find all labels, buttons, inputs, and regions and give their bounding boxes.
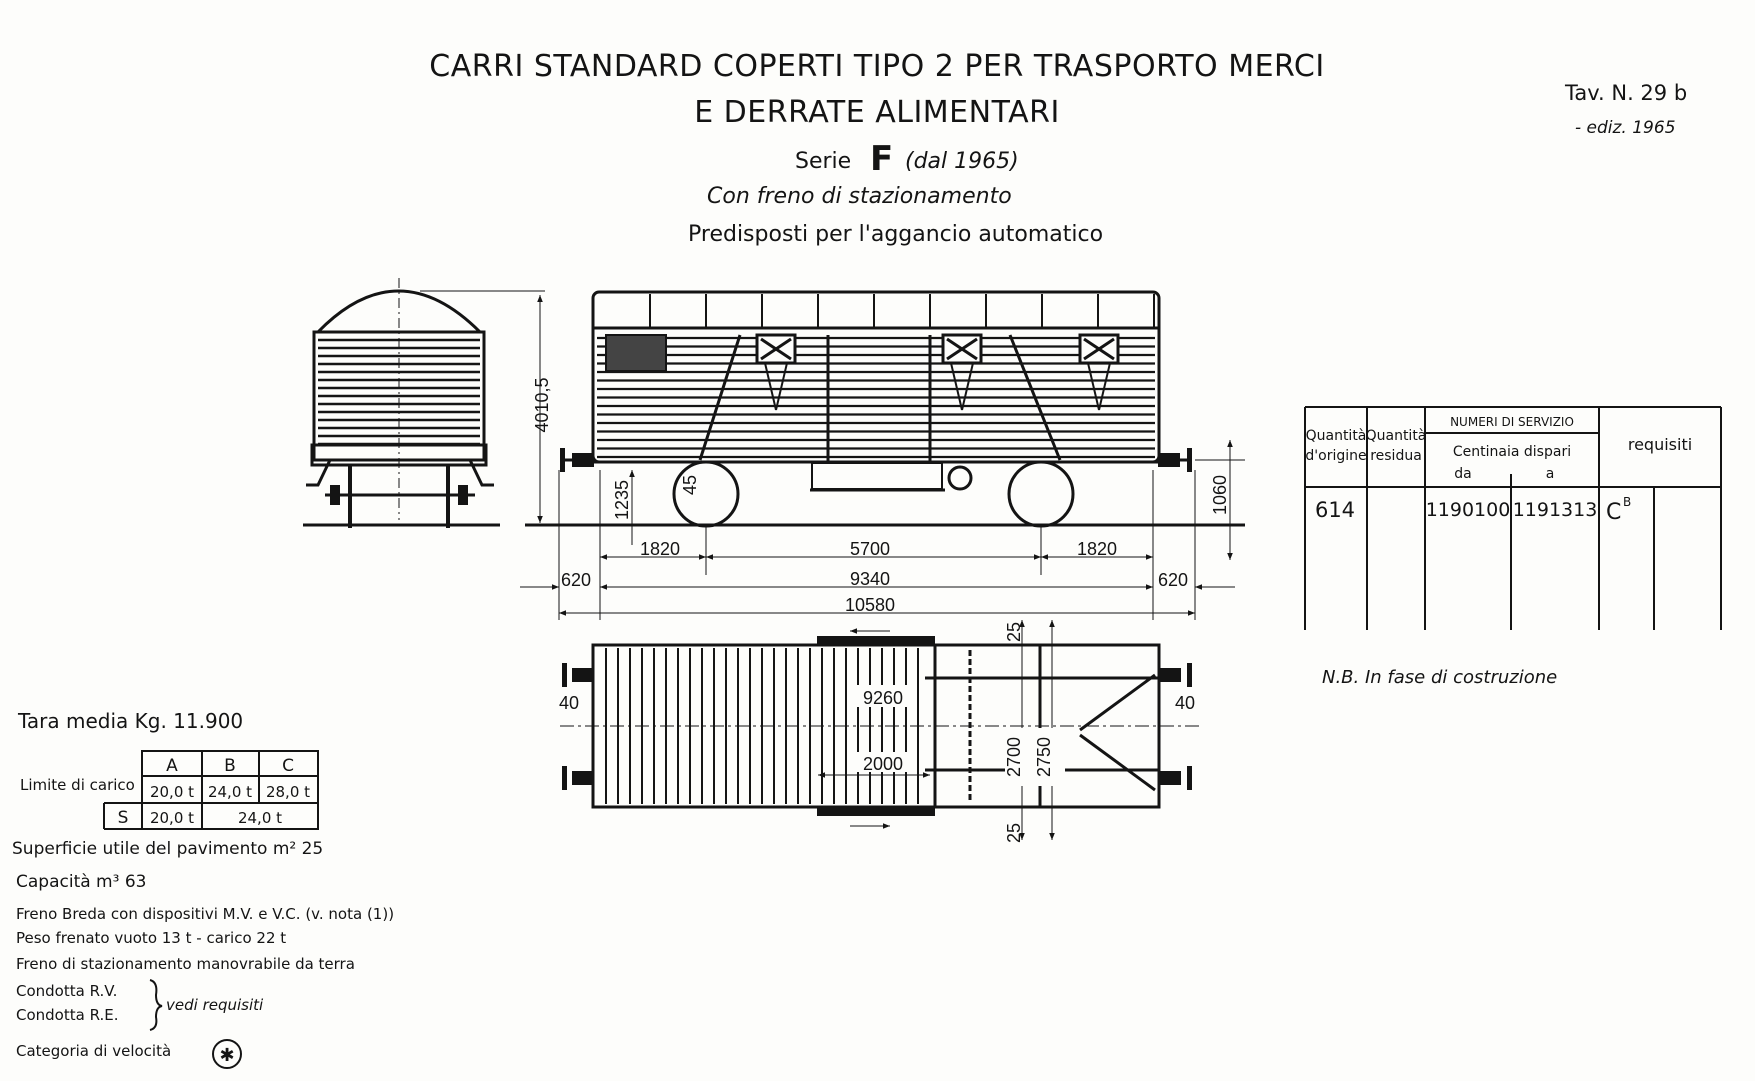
dim-wheelbase: 5700: [850, 539, 890, 559]
dim-height: 4010,5: [532, 377, 552, 432]
to-header: a: [1546, 466, 1555, 482]
wheel-right: [1007, 460, 1075, 528]
load-b: 24,0 t: [208, 783, 252, 801]
vent-strut: [775, 362, 788, 411]
vent-strut: [1098, 362, 1111, 411]
origin-quantity: 614: [1315, 498, 1355, 522]
col-origin-line1: Quantità: [1306, 428, 1367, 444]
dim-end-left: 40: [559, 693, 579, 713]
tara-weight: Tara media Kg. 11.900: [17, 709, 243, 733]
col-residual-line1: Quantità: [1366, 428, 1427, 444]
load-s-a: 20,0 t: [150, 809, 194, 827]
requirement-code: C: [1606, 500, 1621, 525]
load-header-c: C: [282, 756, 294, 776]
col-residual-line2: residua: [1370, 448, 1422, 464]
load-limit-label: Limite di carico: [20, 776, 135, 794]
vent-strut: [764, 362, 777, 411]
title-line-1: CARRI STANDARD COPERTI TIPO 2 PER TRASPO…: [429, 49, 1324, 84]
load-s-label: S: [118, 808, 129, 828]
subtitle-coupling: Predisposti per l'aggancio automatico: [688, 222, 1103, 247]
dim-buffer-height: 1060: [1210, 475, 1230, 515]
spec-see-requirements: vedi requisiti: [166, 996, 264, 1014]
spec-floor-area: Superficie utile del pavimento m² 25: [12, 839, 323, 859]
service-numbers-table: Quantità d'origine Quantità residua NUME…: [1304, 406, 1722, 630]
subtitle-brake: Con freno di stazionamento: [707, 184, 1012, 209]
vent-strut: [950, 362, 963, 411]
construction-note: N.B. In fase di costruzione: [1322, 667, 1557, 688]
col-origin-line2: d'origine: [1305, 448, 1366, 464]
front-view: [303, 278, 500, 528]
dim-door-width: 2000: [863, 754, 903, 774]
side-planks: [597, 336, 1155, 459]
vent-cross: [760, 337, 792, 361]
dim-end-right: 40: [1175, 693, 1195, 713]
plan-floorboards: [605, 648, 919, 804]
plan-view: [560, 628, 1200, 829]
dim-length-buffers: 10580: [845, 595, 895, 615]
dim-inner-length: 9260: [863, 688, 903, 708]
from-header: da: [1454, 466, 1471, 482]
centinaia-header: Centinaia dispari: [1453, 444, 1571, 460]
spec-pipe-rv: Condotta R.V.: [16, 982, 117, 1000]
spec-brake: Freno Breda con dispositivi M.V. e V.C. …: [16, 905, 394, 923]
requirements-header: requisiti: [1628, 435, 1692, 454]
numbers-header: NUMERI DI SERVIZIO: [1450, 415, 1574, 429]
plan-buffers: [562, 663, 1192, 790]
serie-letter: F: [870, 139, 893, 179]
dim-inner-width: 2700: [1004, 737, 1024, 777]
vent-cross: [1083, 337, 1115, 361]
ventilation-hatches: [755, 333, 1120, 411]
dim-buffer-right: 620: [1158, 570, 1188, 590]
dim-outer-width: 2750: [1034, 737, 1054, 777]
side-dimensions: 4010,5 1235 45 1060 1820 5700 1820 620 9…: [420, 290, 1245, 620]
requirement-code-superscript: B: [1623, 495, 1631, 509]
specifications: Tara media Kg. 11.900 Limite di carico A…: [12, 709, 394, 1069]
dim-wall-bottom: 25: [1004, 823, 1024, 843]
buffer-left: [560, 448, 594, 472]
dim-buffer-left: 620: [561, 570, 591, 590]
spec-pipe-re: Condotta R.E.: [16, 1006, 118, 1024]
title-line-2: E DERRATE ALIMENTARI: [694, 95, 1060, 130]
brace: [149, 979, 163, 1031]
buffer-right: [1158, 448, 1192, 472]
dim-overhang-left: 1820: [640, 539, 680, 559]
speed-category-badge: [212, 1039, 242, 1069]
spec-parking-brake: Freno di stazionamento manovrabile da te…: [16, 955, 355, 973]
spec-speed-category: Categoria di velocità: [16, 1042, 171, 1060]
vent-strut: [961, 362, 974, 411]
vent-strut: [1087, 362, 1100, 411]
vent-cross: [946, 337, 978, 361]
speed-category-symbol: ✱: [219, 1045, 234, 1066]
load-a: 20,0 t: [150, 783, 194, 801]
spec-brake-weight: Peso frenato vuoto 13 t - carico 22 t: [16, 929, 286, 947]
serie-year: (dal 1965): [905, 149, 1019, 174]
serie-line: Serie F (dal 1965): [795, 139, 1019, 179]
roof-panels: [649, 294, 1155, 328]
vent-grille: [605, 334, 667, 372]
load-header-a: A: [166, 756, 178, 776]
number-to: 1191313: [1513, 499, 1598, 521]
parking-brake-wheel: [947, 465, 973, 491]
dim-step: 45: [680, 475, 700, 495]
dim-length-frame: 9340: [850, 569, 890, 589]
dim-floor-height: 1235: [612, 480, 632, 520]
load-limit-table: Limite di carico A B C 20,0 t 24,0 t 28,…: [20, 750, 319, 830]
dim-overhang-right: 1820: [1077, 539, 1117, 559]
load-header-b: B: [224, 756, 236, 776]
plan-dimensions: 9260 2000 2700 2750 25 25 40 40: [559, 620, 1195, 843]
serie-label: Serie: [795, 149, 851, 174]
spec-capacity: Capacità m³ 63: [16, 872, 146, 892]
side-view: [525, 290, 1245, 528]
plate-edition: - ediz. 1965: [1575, 118, 1676, 138]
plate-number: Tav. N. 29 b: [1564, 81, 1687, 105]
dim-wall-top: 25: [1004, 622, 1024, 642]
load-s-bc: 24,0 t: [238, 809, 282, 827]
load-c: 28,0 t: [266, 783, 310, 801]
number-from: 1190100: [1426, 499, 1511, 521]
